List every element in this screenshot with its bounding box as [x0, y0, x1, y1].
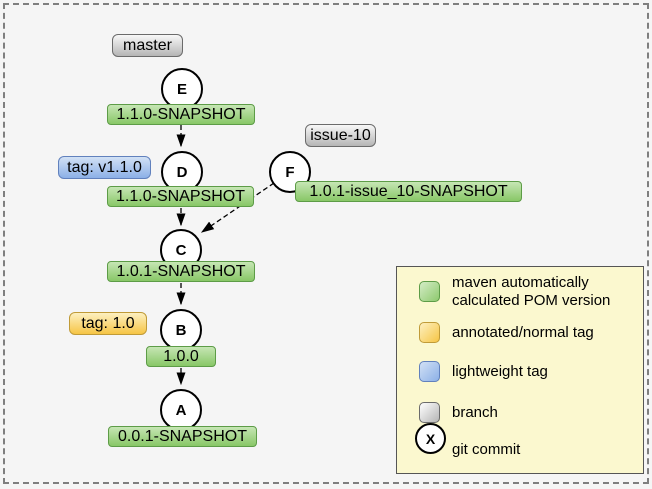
version-label-F: 1.0.1-issue_10-SNAPSHOT [295, 181, 522, 202]
commit-node-B: B [160, 309, 202, 351]
legend-label-git-commit: git commit [452, 441, 521, 458]
version-label-D: 1.1.0-SNAPSHOT [107, 186, 254, 207]
commit-node-A: A [160, 389, 202, 431]
branch-label-issue-10: issue-10 [305, 124, 376, 147]
version-label-A: 0.0.1-SNAPSHOT [108, 426, 257, 447]
legend-label-annotated-tag: annotated/normal tag [452, 324, 594, 341]
legend-panel: maven automatically calculated POM versi… [396, 266, 644, 474]
legend-swatch-pom-version [419, 281, 440, 302]
legend-label-pom-version: maven automatically calculated POM versi… [452, 274, 611, 309]
arrow-f-to-c [200, 182, 275, 233]
lightweight-tag-v1.1.0: tag: v1.1.0 [58, 156, 151, 179]
legend-swatch-annotated-tag [419, 322, 440, 343]
legend-swatch-branch [419, 402, 440, 423]
legend-swatch-lightweight-tag [419, 361, 440, 382]
version-label-B: 1.0.0 [146, 346, 216, 367]
legend-label-branch: branch [452, 404, 498, 421]
version-label-C: 1.0.1-SNAPSHOT [107, 261, 255, 282]
version-label-E: 1.1.0-SNAPSHOT [107, 104, 255, 125]
legend-commit-circle-icon: X [415, 423, 446, 454]
legend-label-lightweight-tag: lightweight tag [452, 363, 548, 380]
commit-node-E: E [161, 68, 203, 110]
branch-label-master: master [112, 34, 183, 57]
annotated-tag-1.0: tag: 1.0 [69, 312, 147, 335]
